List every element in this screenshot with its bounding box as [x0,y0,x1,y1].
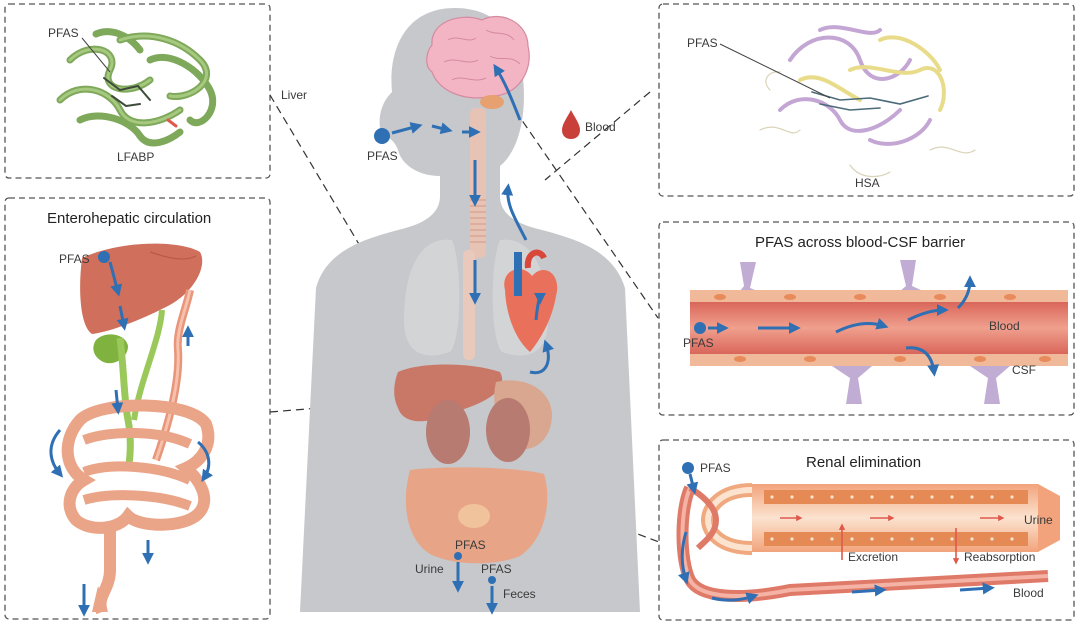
eh-pfas-dot [98,251,110,263]
kidney-right [486,398,530,462]
csf-pfas-dot [694,322,706,334]
csf-title: PFAS across blood-CSF barrier [755,234,965,251]
feces-label: Feces [503,587,536,601]
enterohepatic-organs [61,243,215,615]
hsa-protein [759,25,976,177]
hsa-pfas-pointer [719,43,831,99]
eh-pfas-label: PFAS [59,252,90,266]
csf-pfas-label: PFAS [683,336,714,350]
renal-nephron [676,483,1060,602]
lfabp-label: LFABP [117,150,154,164]
csf-panel [658,221,1075,416]
hsa-panel [658,3,1075,197]
lfabp-protein [56,28,217,147]
trachea [470,108,486,258]
pfas-urine-dot [454,552,462,560]
urine-pfas-label: PFAS [455,538,486,552]
hsa-label: HSA [855,176,880,190]
excretion-label: Excretion [848,550,898,564]
renal-title: Renal elimination [806,454,921,471]
human-body [300,8,640,612]
reabsorption-label: Reabsorption [964,550,1035,564]
liver-label: Liver [281,88,307,102]
renal-red-arrows [780,514,1005,565]
lfabp-pfas-label: PFAS [48,26,79,40]
renal-pfas-dot [682,462,694,474]
kidney-left [426,400,470,464]
pfas-feces-dot [488,576,496,584]
enterohepatic-arrows [49,261,213,617]
enterohepatic-panel [4,197,271,620]
feces-pfas-label: PFAS [481,562,512,576]
body-liver [394,364,503,422]
blood-drop-icon [562,110,580,139]
brain [426,15,530,99]
renal-blue-arrows [678,473,995,604]
esophagus [463,250,475,360]
enterohepatic-title: Enterohepatic circulation [47,210,211,227]
renal-urine-label: Urine [1024,513,1053,527]
renal-pfas-label: PFAS [700,461,731,475]
lfabp-panel [4,3,271,179]
eh-intestines [61,399,215,534]
csf-arrows [708,275,976,377]
renal-blood-label: Blood [1013,586,1044,600]
bladder [458,504,490,528]
cerebellum [480,95,504,109]
csf-label: CSF [1012,363,1036,377]
lfabp-pfas-pointer [81,37,111,73]
intake-pfas-label: PFAS [367,149,398,163]
pfas-intake-dot [374,128,390,144]
renal-panel [658,439,1075,621]
urine-label: Urine [415,562,444,576]
aorta [514,252,522,296]
hsa-pfas-label: PFAS [687,36,718,50]
body-arrows [391,63,554,615]
blood-label: Blood [585,120,616,134]
lung-left [404,239,460,356]
csf-blood-label: Blood [989,319,1020,333]
